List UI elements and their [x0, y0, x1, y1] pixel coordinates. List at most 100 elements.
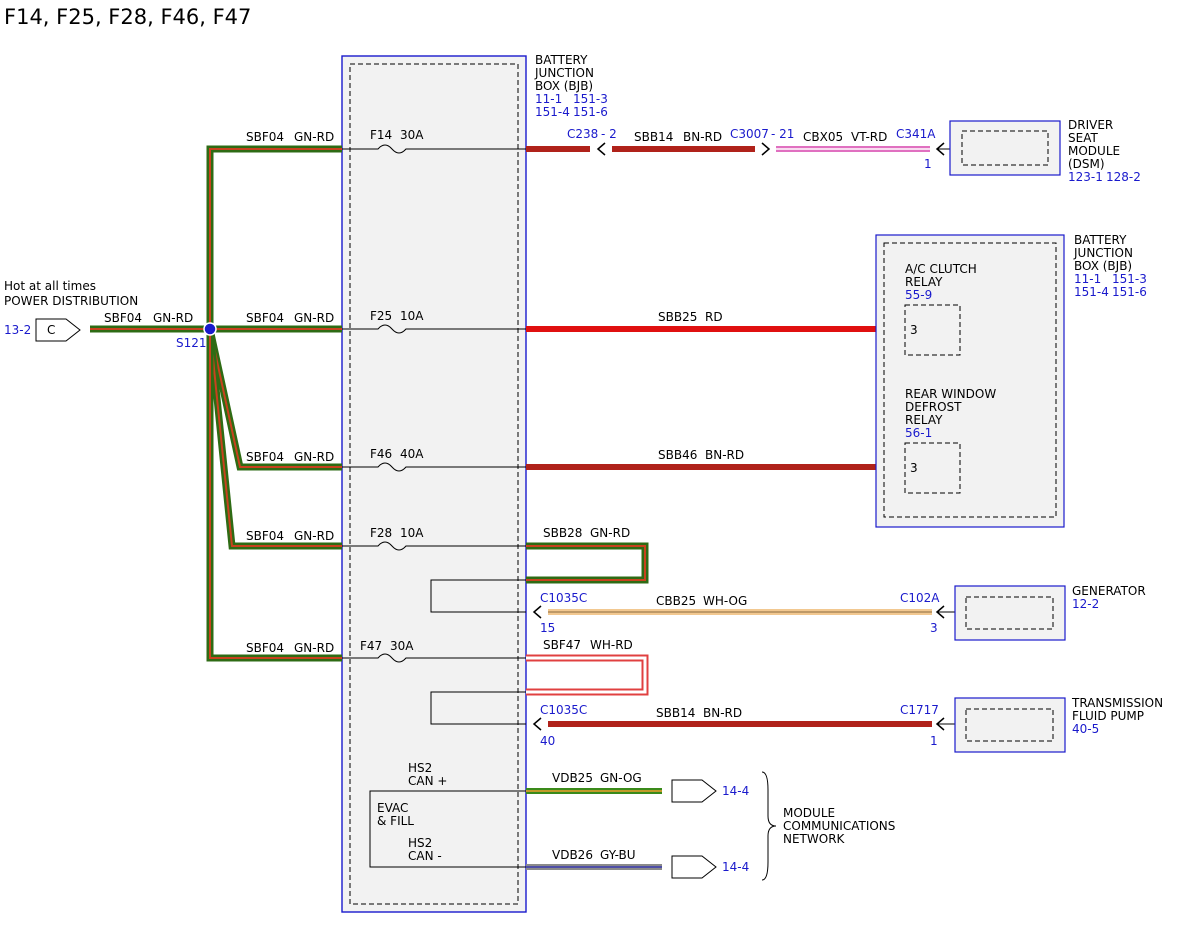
fuse-f46-rating: 40A	[400, 447, 424, 461]
network-label-3: NETWORK	[783, 832, 846, 846]
fuse-f28: F28	[370, 526, 392, 540]
feed-f46-circuit: SBF04	[246, 450, 284, 464]
can-wire2-ref[interactable]: 14-4	[722, 860, 749, 874]
conn-c3007-pin: - 21	[771, 127, 794, 141]
diagram-title: F14, F25, F28, F46, F47	[4, 5, 251, 29]
fuse-f46: F46	[370, 447, 392, 461]
can-wire2-color: GY-BU	[600, 848, 636, 862]
f47-loop-wire	[430, 654, 649, 725]
bjb2-ref-2a[interactable]: 151-4	[1074, 285, 1109, 299]
ac-relay-ref[interactable]: 55-9	[905, 288, 932, 302]
gen-wire-color: WH-OG	[703, 594, 747, 608]
conn-c1035c-a[interactable]: C1035C	[540, 591, 587, 605]
network-label-2: COMMUNICATIONS	[783, 819, 895, 833]
generator-ref[interactable]: 12-2	[1072, 597, 1099, 611]
feed-f14-color: GN-RD	[294, 130, 334, 144]
f14-wire2-color: VT-RD	[851, 130, 887, 144]
pump-label-2: FLUID PUMP	[1072, 709, 1144, 723]
feed-f25-color: GN-RD	[294, 311, 334, 325]
can-wires	[526, 788, 662, 870]
conn-c341a-pin: 1	[924, 157, 932, 171]
conn-c1717-pin: 1	[930, 734, 938, 748]
f14-wire1-color: BN-RD	[683, 130, 722, 144]
dsm-label-3: MODULE	[1068, 144, 1120, 158]
conn-c102a-pin: 3	[930, 621, 938, 635]
evac-label-2: & FILL	[377, 814, 414, 828]
evac-fill-box	[369, 790, 526, 868]
f47-loop-circuit: SBF47	[543, 638, 581, 652]
conn-c1035c-b-pin: 40	[540, 734, 555, 748]
bjb-ref-1a[interactable]: 11-1	[535, 92, 562, 106]
bjb2-ref-1b[interactable]: 151-3	[1112, 272, 1147, 286]
bjb2-label-3: BOX (BJB)	[1074, 259, 1132, 273]
f46-out-color: BN-RD	[705, 448, 744, 462]
fuse-f25-rating: 10A	[400, 309, 424, 323]
fuse-f25: F25	[370, 309, 392, 323]
bjb2-ref-2b[interactable]: 151-6	[1112, 285, 1147, 299]
f28-loop-wire	[430, 542, 649, 613]
conn-c238-pin: - 2	[601, 127, 617, 141]
rw-relay-ref[interactable]: 56-1	[905, 426, 932, 440]
fuse-f47: F47	[360, 639, 382, 653]
bjb2-label-2: JUNCTION	[1073, 246, 1133, 260]
bjb-ref-2b[interactable]: 151-6	[573, 105, 608, 119]
hs2-minus-label-1: HS2	[408, 836, 432, 850]
splice-label[interactable]: S121	[176, 336, 207, 350]
bjb-label-1: BATTERY	[535, 53, 588, 67]
bjb2-ref-1a[interactable]: 11-1	[1074, 272, 1101, 286]
bjb-main-box	[341, 55, 527, 913]
source-label-1: Hot at all times	[4, 279, 96, 293]
network-brace	[761, 771, 777, 881]
conn-c1035c-b[interactable]: C1035C	[540, 703, 587, 717]
bjb-ref-1b[interactable]: 151-3	[573, 92, 608, 106]
can-wire1-ref[interactable]: 14-4	[722, 784, 749, 798]
generator-wire	[532, 605, 966, 619]
source-label-2: POWER DISTRIBUTION	[4, 294, 138, 308]
hs2-minus-label-2: CAN -	[408, 849, 442, 863]
pump-ref[interactable]: 40-5	[1072, 722, 1099, 736]
dsm-ref-1[interactable]: 123-1	[1068, 170, 1103, 184]
fuse-f28-rating: 10A	[400, 526, 424, 540]
pump-wire-circuit: SBB14	[656, 706, 695, 720]
feed-f47-circuit: SBF04	[246, 641, 284, 655]
splice-s121	[203, 322, 217, 336]
source-wire-color: GN-RD	[153, 311, 193, 325]
dsm-label-2: SEAT	[1068, 131, 1098, 145]
f14-wire2-circuit: CBX05	[803, 130, 843, 144]
conn-c341a[interactable]: C341A	[896, 127, 936, 141]
feed-f14-circuit: SBF04	[246, 130, 284, 144]
dsm-box	[949, 120, 1061, 176]
hs2-plus-label-1: HS2	[408, 761, 432, 775]
bjb-label-3: BOX (BJB)	[535, 79, 593, 93]
bjb-relay-box	[875, 234, 1065, 528]
rw-relay-label-1: REAR WINDOW	[905, 387, 996, 401]
can-connectors	[671, 779, 717, 879]
fuse-lines	[342, 144, 526, 663]
f47-loop-color: WH-RD	[590, 638, 633, 652]
generator-label: GENERATOR	[1072, 584, 1146, 598]
fuse-f14: F14	[370, 128, 392, 142]
bjb-label-2: JUNCTION	[534, 66, 594, 80]
conn-c3007[interactable]: C3007	[730, 127, 769, 141]
fuse-f14-rating: 30A	[400, 128, 424, 142]
conn-c238[interactable]: C238	[567, 127, 598, 141]
ac-relay-pin: 3	[910, 323, 918, 337]
can-wire1-circuit: VDB25	[552, 771, 593, 785]
f28-loop-color: GN-RD	[590, 526, 630, 540]
ac-relay-label-2: RELAY	[905, 275, 943, 289]
source-connector	[35, 318, 81, 342]
pump-wire-color: BN-RD	[703, 706, 742, 720]
rw-relay-label-2: DEFROST	[905, 400, 962, 414]
pump-label-1: TRANSMISSION	[1071, 696, 1163, 710]
dsm-ref-2[interactable]: 128-2	[1106, 170, 1141, 184]
f14-wire1-circuit: SBB14	[634, 130, 673, 144]
bjb-ref-2a[interactable]: 151-4	[535, 105, 570, 119]
source-ref[interactable]: 13-2	[4, 323, 31, 337]
conn-c1717[interactable]: C1717	[900, 703, 939, 717]
gen-wire-circuit: CBB25	[656, 594, 696, 608]
source-wire-circuit: SBF04	[104, 311, 142, 325]
feed-f46-color: GN-RD	[294, 450, 334, 464]
f14-output-wires	[526, 142, 962, 156]
conn-c102a[interactable]: C102A	[900, 591, 940, 605]
generator-box	[954, 585, 1066, 641]
